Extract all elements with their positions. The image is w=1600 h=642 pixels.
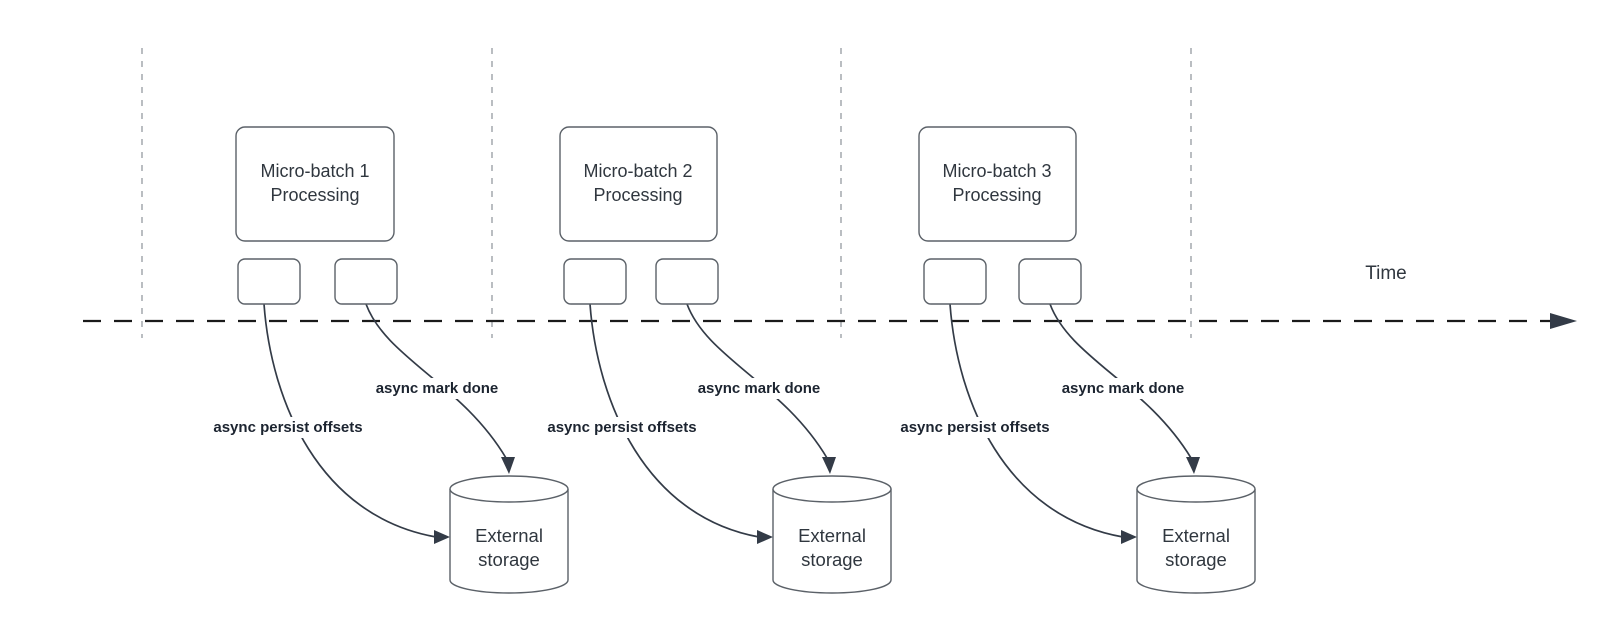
persist-offsets-arrowhead-1-icon bbox=[434, 530, 450, 544]
time-axis-label: Time bbox=[1365, 263, 1407, 284]
micro-batch-1-label-line1: Micro-batch 1 bbox=[260, 161, 369, 181]
timeline-arrowhead-icon bbox=[1550, 313, 1577, 329]
offset-box-left-1 bbox=[237, 258, 301, 305]
offset-box-left-2 bbox=[563, 258, 627, 305]
mark-done-label-3: async mark done bbox=[1062, 380, 1185, 397]
offset-box-left-3 bbox=[923, 258, 987, 305]
persist-offsets-arrow-2 bbox=[589, 303, 760, 538]
micro-batch-3-label-line2: Processing bbox=[952, 185, 1041, 205]
external-storage-cylinder-2 bbox=[772, 489, 892, 594]
external-storage-label-2-line1: External bbox=[798, 525, 866, 546]
micro-batch-2-processing-box bbox=[559, 126, 718, 242]
external-storage-label-1-line1: External bbox=[475, 525, 543, 546]
micro-batch-1-label-line2: Processing bbox=[270, 185, 359, 205]
external-storage-label-3-line2: storage bbox=[1165, 549, 1227, 570]
external-storage-cylinder-top-3 bbox=[1136, 475, 1256, 503]
mark-done-arrow-3 bbox=[1049, 303, 1192, 459]
external-storage-cylinder-top-2 bbox=[772, 475, 892, 503]
external-storage-cylinder-top-1 bbox=[449, 475, 569, 503]
external-storage-label-3-line1: External bbox=[1162, 525, 1230, 546]
mark-done-arrow-1 bbox=[365, 303, 507, 459]
mark-done-label-bg-2 bbox=[684, 378, 834, 399]
micro-batch-3-processing-box bbox=[918, 126, 1077, 242]
micro-batch-group-3: Micro-batch 3 Processing async persist o… bbox=[885, 126, 1256, 594]
micro-batch-2-label-line1: Micro-batch 2 bbox=[583, 161, 692, 181]
mark-done-arrowhead-2-icon bbox=[822, 457, 836, 474]
offset-box-right-1 bbox=[334, 258, 398, 305]
mark-done-arrowhead-3-icon bbox=[1186, 457, 1200, 474]
external-storage-label-2-line2: storage bbox=[801, 549, 863, 570]
micro-batch-2-label-line2: Processing bbox=[593, 185, 682, 205]
mark-done-label-1: async mark done bbox=[376, 380, 499, 397]
offset-box-right-2 bbox=[655, 258, 719, 305]
persist-offsets-arrow-1 bbox=[263, 303, 437, 538]
persist-offsets-label-1: async persist offsets bbox=[213, 419, 362, 436]
mark-done-label-bg-3 bbox=[1048, 378, 1198, 399]
persist-offsets-label-bg-1 bbox=[198, 417, 378, 438]
mark-done-arrow-2 bbox=[686, 303, 828, 459]
mark-done-label-2: async mark done bbox=[698, 380, 821, 397]
offset-box-right-3 bbox=[1018, 258, 1082, 305]
micro-batch-group-2: Micro-batch 2 Processing async persist o… bbox=[532, 126, 892, 594]
external-storage-label-1-line2: storage bbox=[478, 549, 540, 570]
persist-offsets-label-2: async persist offsets bbox=[547, 419, 696, 436]
mark-done-label-bg-1 bbox=[362, 378, 512, 399]
micro-batch-3-label-line1: Micro-batch 3 bbox=[942, 161, 1051, 181]
persist-offsets-label-3: async persist offsets bbox=[900, 419, 1049, 436]
persist-offsets-arrowhead-3-icon bbox=[1121, 530, 1137, 544]
persist-offsets-arrow-3 bbox=[949, 303, 1124, 538]
persist-offsets-label-bg-3 bbox=[885, 417, 1065, 438]
micro-batch-1-processing-box bbox=[235, 126, 395, 242]
external-storage-cylinder-3 bbox=[1136, 489, 1256, 594]
persist-offsets-label-bg-2 bbox=[532, 417, 712, 438]
persist-offsets-arrowhead-2-icon bbox=[757, 530, 773, 544]
external-storage-cylinder-1 bbox=[449, 489, 569, 594]
micro-batch-group-1: Micro-batch 1 Processing async persist o… bbox=[198, 126, 569, 594]
mark-done-arrowhead-1-icon bbox=[501, 457, 515, 474]
